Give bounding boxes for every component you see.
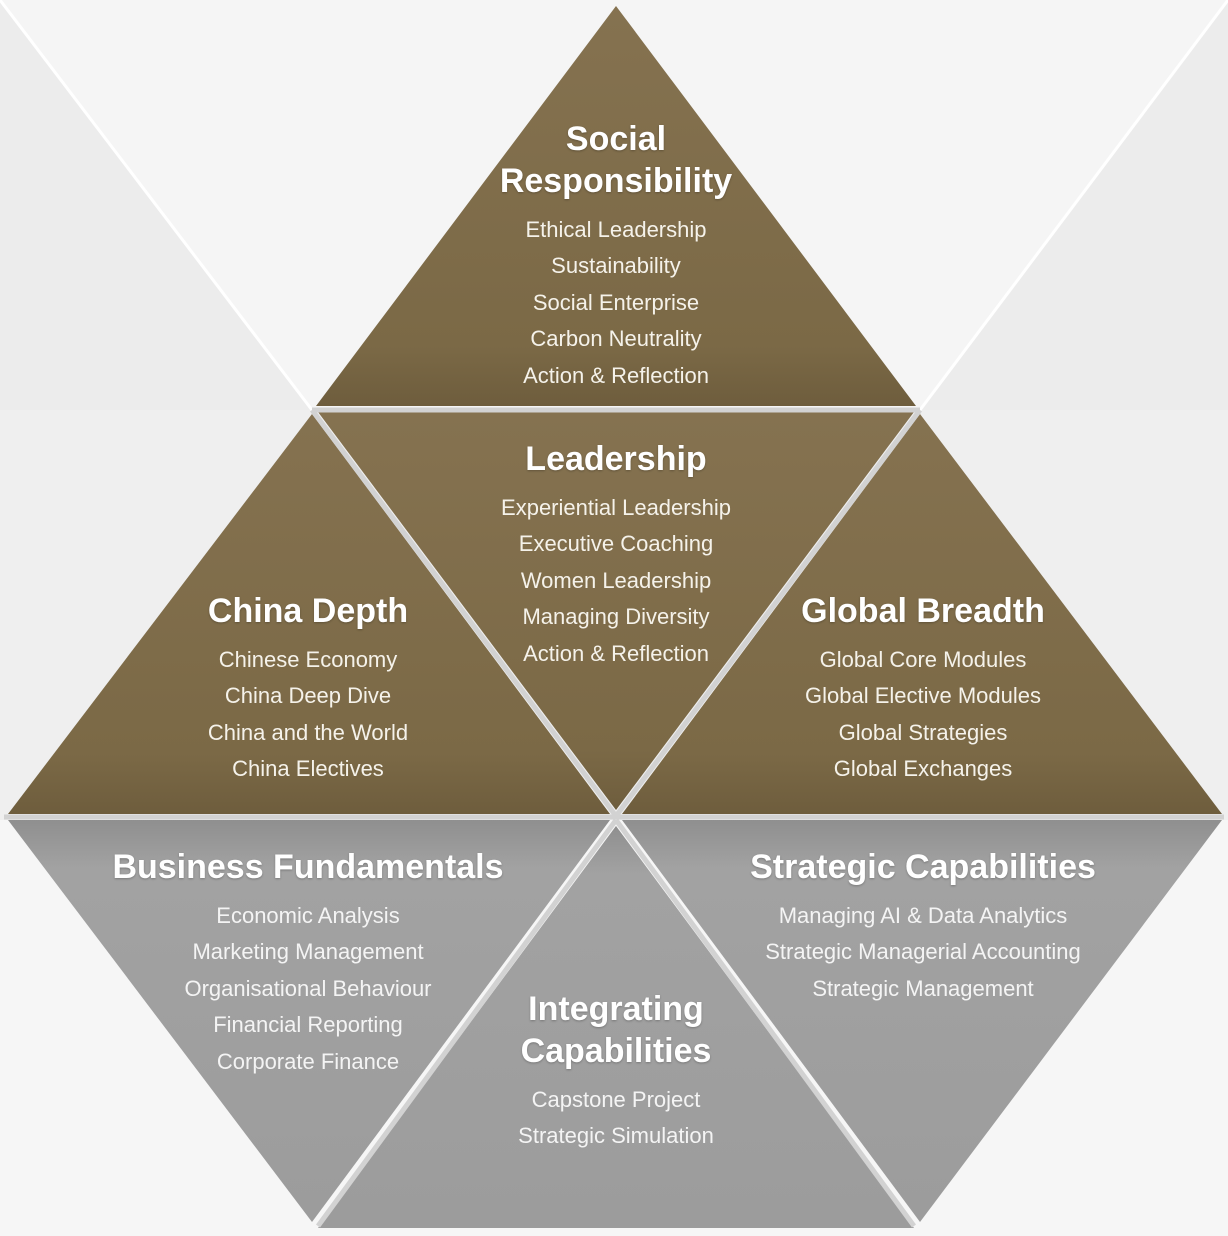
integrating-capabilities-title: Integrating Capabilities	[520, 990, 712, 1070]
section-business-fundamentals: Business Fundamentals Economic Analysis …	[88, 846, 528, 1080]
strategic-capabilities-list: Managing AI & Data Analytics Strategic M…	[713, 898, 1133, 1007]
list-item: Global Core Modules	[819, 647, 1027, 672]
list-item: Action & Reflection	[523, 640, 709, 666]
strategic-capabilities-title: Strategic Capabilities	[750, 848, 1096, 886]
list-item: China Electives	[232, 756, 384, 782]
triangle-strategic-capabilities	[622, 820, 1222, 1222]
social-responsibility-list: Ethical Leadership Sustainability Social…	[416, 212, 816, 394]
social-responsibility-title: Social Responsibility	[499, 120, 733, 200]
separator-lines	[4, 407, 1224, 1228]
triangle-integrating-capabilities	[318, 826, 914, 1228]
leadership-list: Experiential Leadership Executive Coachi…	[416, 490, 816, 672]
list-item: Global Strategies	[838, 719, 1008, 745]
triangle-social-responsibility	[316, 6, 916, 406]
section-global-breadth: Global Breadth Global Core Modules Globa…	[733, 590, 1113, 788]
list-item: Managing Diversity	[522, 604, 710, 630]
list-item: Carbon Neutrality	[530, 326, 702, 352]
list-item: Executive Coaching	[518, 531, 714, 557]
list-item: Chinese Economy	[218, 647, 398, 672]
section-strategic-capabilities: Strategic Capabilities Managing AI & Dat…	[713, 846, 1133, 1007]
section-social-responsibility: Social Responsibility Ethical Leadership…	[416, 118, 816, 394]
business-fundamentals-list: Economic Analysis Marketing Management O…	[88, 898, 528, 1080]
list-item: Marketing Management	[192, 939, 424, 965]
integrating-capabilities-list: Capstone Project Strategic Simulation	[436, 1082, 796, 1155]
list-item: China Deep Dive	[224, 683, 392, 709]
global-breadth-title: Global Breadth	[801, 592, 1045, 630]
global-breadth-list: Global Core Modules Global Elective Modu…	[733, 642, 1113, 788]
triangle-china-depth	[8, 414, 610, 814]
list-item: Sustainability	[551, 253, 681, 279]
list-item: Financial Reporting	[213, 1012, 403, 1038]
business-fundamentals-title: Business Fundamentals	[112, 848, 504, 886]
list-item: Economic Analysis	[216, 903, 400, 928]
triangle-business-fundamentals	[8, 820, 610, 1222]
list-item: Action & Reflection	[523, 362, 709, 388]
list-item: Experiential Leadership	[501, 495, 731, 520]
background-ray-left	[0, 0, 314, 411]
list-item: Strategic Simulation	[518, 1123, 714, 1149]
triangle-leadership	[318, 412, 914, 810]
section-leadership: Leadership Experiential Leadership Execu…	[416, 438, 816, 672]
section-china-depth: China Depth Chinese Economy China Deep D…	[128, 590, 488, 788]
section-integrating-capabilities: Integrating Capabilities Capstone Projec…	[436, 988, 796, 1155]
list-item: Strategic Management	[812, 975, 1034, 1001]
list-item: Corporate Finance	[216, 1048, 400, 1074]
list-item: China and the World	[207, 719, 409, 745]
leadership-title: Leadership	[525, 440, 707, 478]
list-item: Capstone Project	[531, 1087, 701, 1112]
list-item: Ethical Leadership	[525, 217, 707, 242]
list-item: Managing AI & Data Analytics	[778, 903, 1068, 928]
list-item: Global Elective Modules	[804, 683, 1041, 709]
list-item: Women Leadership	[520, 567, 712, 593]
list-item: Global Exchanges	[833, 756, 1013, 782]
list-item: Organisational Behaviour	[184, 975, 432, 1001]
china-depth-title: China Depth	[207, 592, 409, 630]
china-depth-list: Chinese Economy China Deep Dive China an…	[128, 642, 488, 788]
background-ray-right	[918, 0, 1228, 411]
list-item: Strategic Managerial Accounting	[765, 939, 1081, 965]
list-item: Social Enterprise	[532, 289, 700, 315]
triangle-global-breadth	[622, 414, 1222, 814]
